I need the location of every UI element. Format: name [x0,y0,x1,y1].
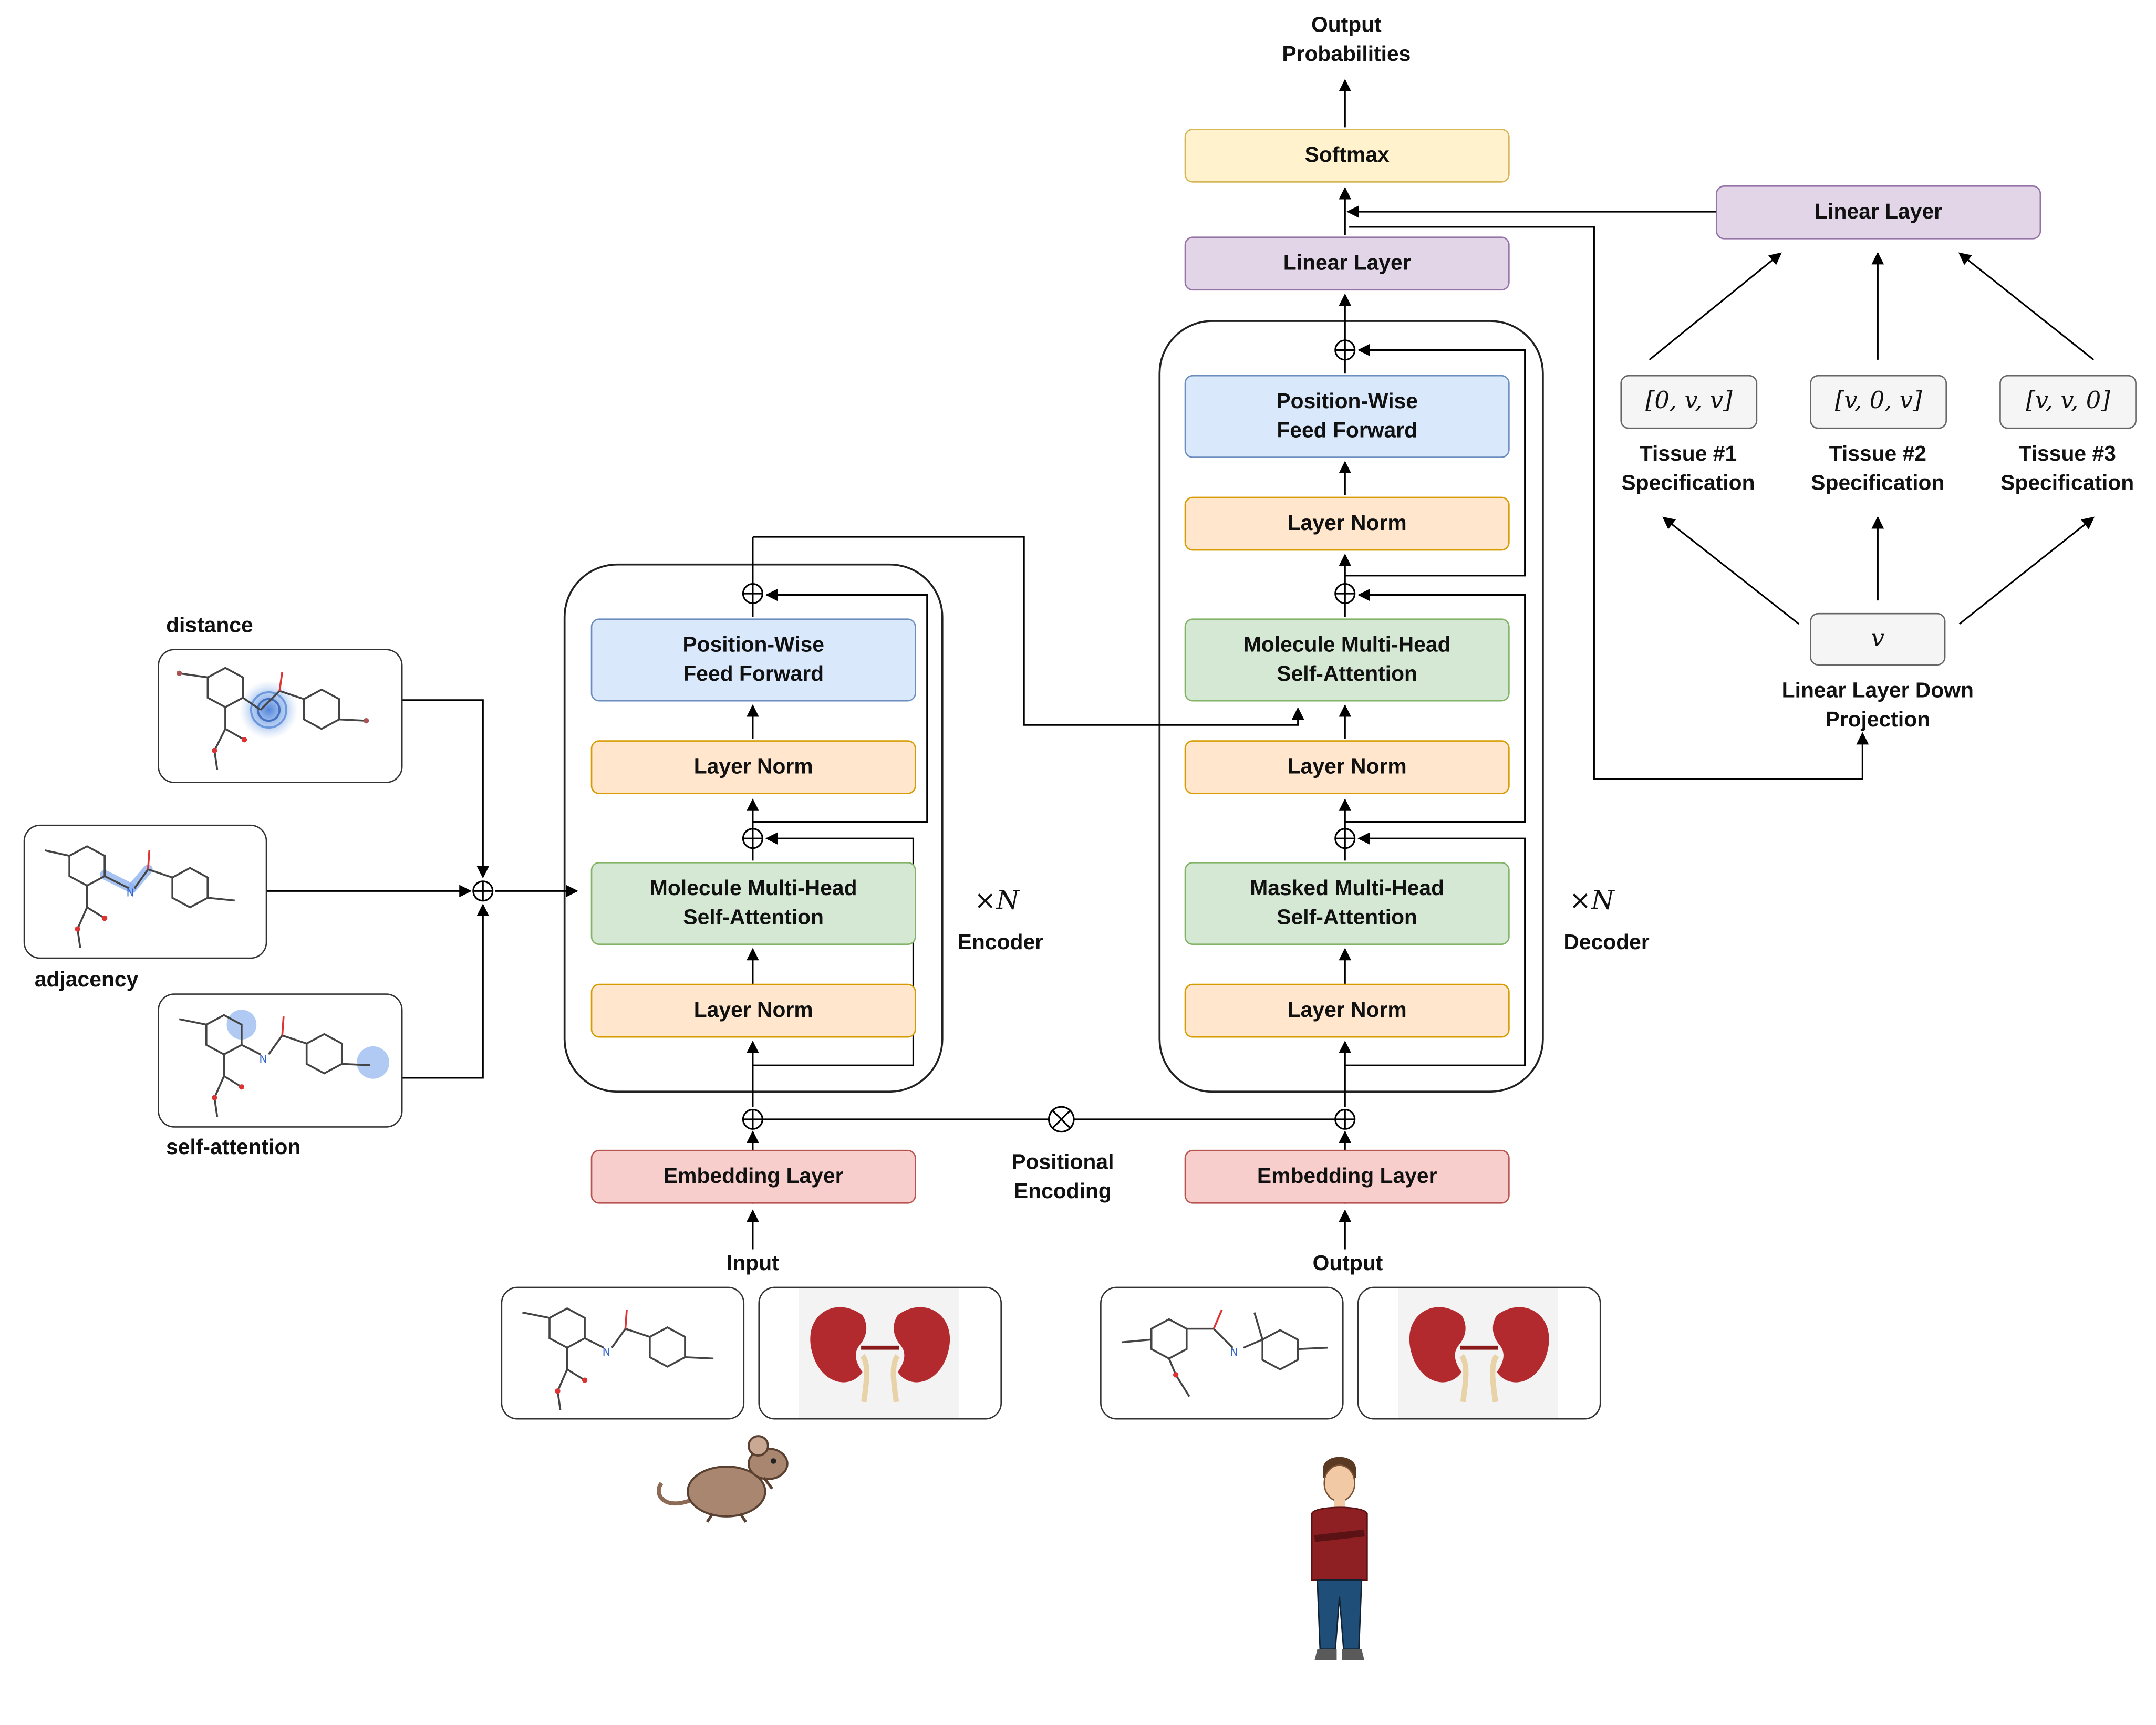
decoder-layer-norm-middle: Layer Norm [1184,740,1510,794]
decoder-label: Decoder [1563,931,1650,955]
encoder-add-node-top [742,583,763,605]
encoder-add-node-middle [742,828,763,849]
encoder-repeat-label: ×N [974,885,1020,916]
output-embedding-block: Embedding Layer [1184,1149,1510,1204]
mouse-icon [650,1428,803,1524]
positional-encoding-label: Positional Encoding [1011,1151,1114,1204]
decoder-repeat-label: ×N [1569,885,1614,916]
self-attention-label: self-attention [166,1136,301,1160]
decoder-masked-attention-block: Masked Multi-Head Self-Attention [1184,861,1510,945]
self-attention-molecule-icon: N [158,993,403,1128]
graph-add-node [472,880,494,902]
adjacency-molecule-icon: N [23,824,267,959]
v-vector: v [1810,612,1946,666]
decoder-add-node-middle [1334,828,1356,849]
encoder-layer-norm-bottom: Layer Norm [590,983,916,1038]
decoder-layer-norm-top: Layer Norm [1184,496,1510,551]
encoder-label: Encoder [957,931,1044,955]
tissue2-label: Tissue #2 Specification [1811,442,1945,495]
tissue1-vector: [0, v, v] [1620,375,1758,429]
output-label: Output [1312,1252,1383,1276]
tissue3-label: Tissue #3 Specification [2000,442,2134,495]
output-probabilities-label: Output Probabilities [1282,14,1411,67]
decoder-add-node-upper [1334,583,1356,605]
tissue-linear-layer-block: Linear Layer [1716,185,2041,240]
svg-text:N: N [259,1053,267,1065]
encoder-feed-forward-block: Position-Wise Feed Forward [590,618,916,702]
decoder-cross-attention-block: Molecule Multi-Head Self-Attention [1184,618,1510,702]
encoder-add-node-input [742,1108,763,1130]
input-molecule-icon: N [501,1286,745,1420]
tissue1-label: Tissue #1 Specification [1621,442,1755,495]
down-projection-label: Linear Layer Down Projection [1781,679,1974,732]
svg-text:N: N [603,1346,610,1358]
output-molecule-icon: N [1100,1286,1344,1420]
input-kidney-icon [758,1286,1002,1420]
decoder-feed-forward-block: Position-Wise Feed Forward [1184,375,1510,458]
distance-molecule-icon [158,649,403,783]
svg-text:N: N [1230,1346,1238,1358]
tissue3-vector: [v, v, 0] [1999,375,2137,429]
adjacency-label: adjacency [34,968,139,992]
positional-multiply-node [1048,1106,1075,1133]
encoder-attention-block: Molecule Multi-Head Self-Attention [590,861,916,945]
decoder-block-frame [1158,320,1544,1093]
input-label: Input [727,1252,779,1276]
svg-text:N: N [126,887,134,899]
input-embedding-block: Embedding Layer [590,1149,916,1204]
distance-label: distance [166,614,253,638]
decoder-layer-norm-bottom: Layer Norm [1184,983,1510,1038]
decoder-linear-layer-block: Linear Layer [1184,236,1510,291]
softmax-block: Softmax [1184,128,1510,183]
decoder-add-node-input [1334,1108,1356,1130]
tissue2-vector: [v, 0, v] [1810,375,1947,429]
encoder-layer-norm-top: Layer Norm [590,740,916,794]
output-kidney-icon [1357,1286,1601,1420]
human-icon [1301,1453,1378,1667]
decoder-add-node-top [1334,339,1356,361]
